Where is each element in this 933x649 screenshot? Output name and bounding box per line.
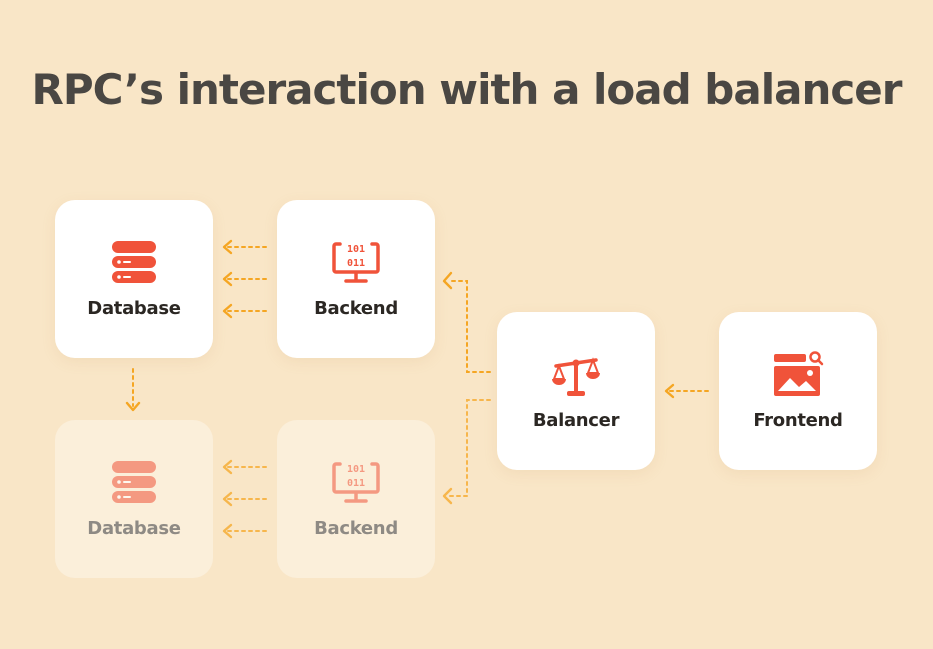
svg-text:101: 101 [347, 464, 365, 475]
balancer-label: Balancer [532, 410, 620, 431]
frontend-card: Frontend [719, 312, 877, 470]
scale-icon [552, 357, 600, 396]
database-icon [112, 241, 156, 283]
database-card: Database [55, 200, 213, 358]
backend-replica-card: 101 011 Backend [277, 420, 435, 578]
server-monitor-icon: 101 011 [332, 462, 380, 503]
balancer-card: Balancer [497, 312, 655, 470]
database-replica-card: Database [55, 420, 213, 578]
svg-text:101: 101 [347, 244, 365, 255]
backend-label: Backend [314, 298, 398, 319]
backend-card: 101 011 Backend [277, 200, 435, 358]
browser-image-icon [774, 351, 824, 396]
arrow-balancer-to-backend [447, 280, 491, 373]
server-monitor-icon: 101 011 [332, 242, 380, 283]
frontend-label: Frontend [753, 410, 843, 431]
database-replica-label: Database [87, 518, 181, 539]
arrow-balancer-to-backend-replica [447, 399, 491, 497]
database-icon [112, 461, 156, 503]
backend-replica-label: Backend [314, 518, 398, 539]
database-label: Database [87, 298, 181, 319]
page-title: RPC’s interaction with a load balancer [31, 65, 903, 114]
svg-text:011: 011 [347, 478, 365, 489]
svg-text:011: 011 [347, 258, 365, 269]
